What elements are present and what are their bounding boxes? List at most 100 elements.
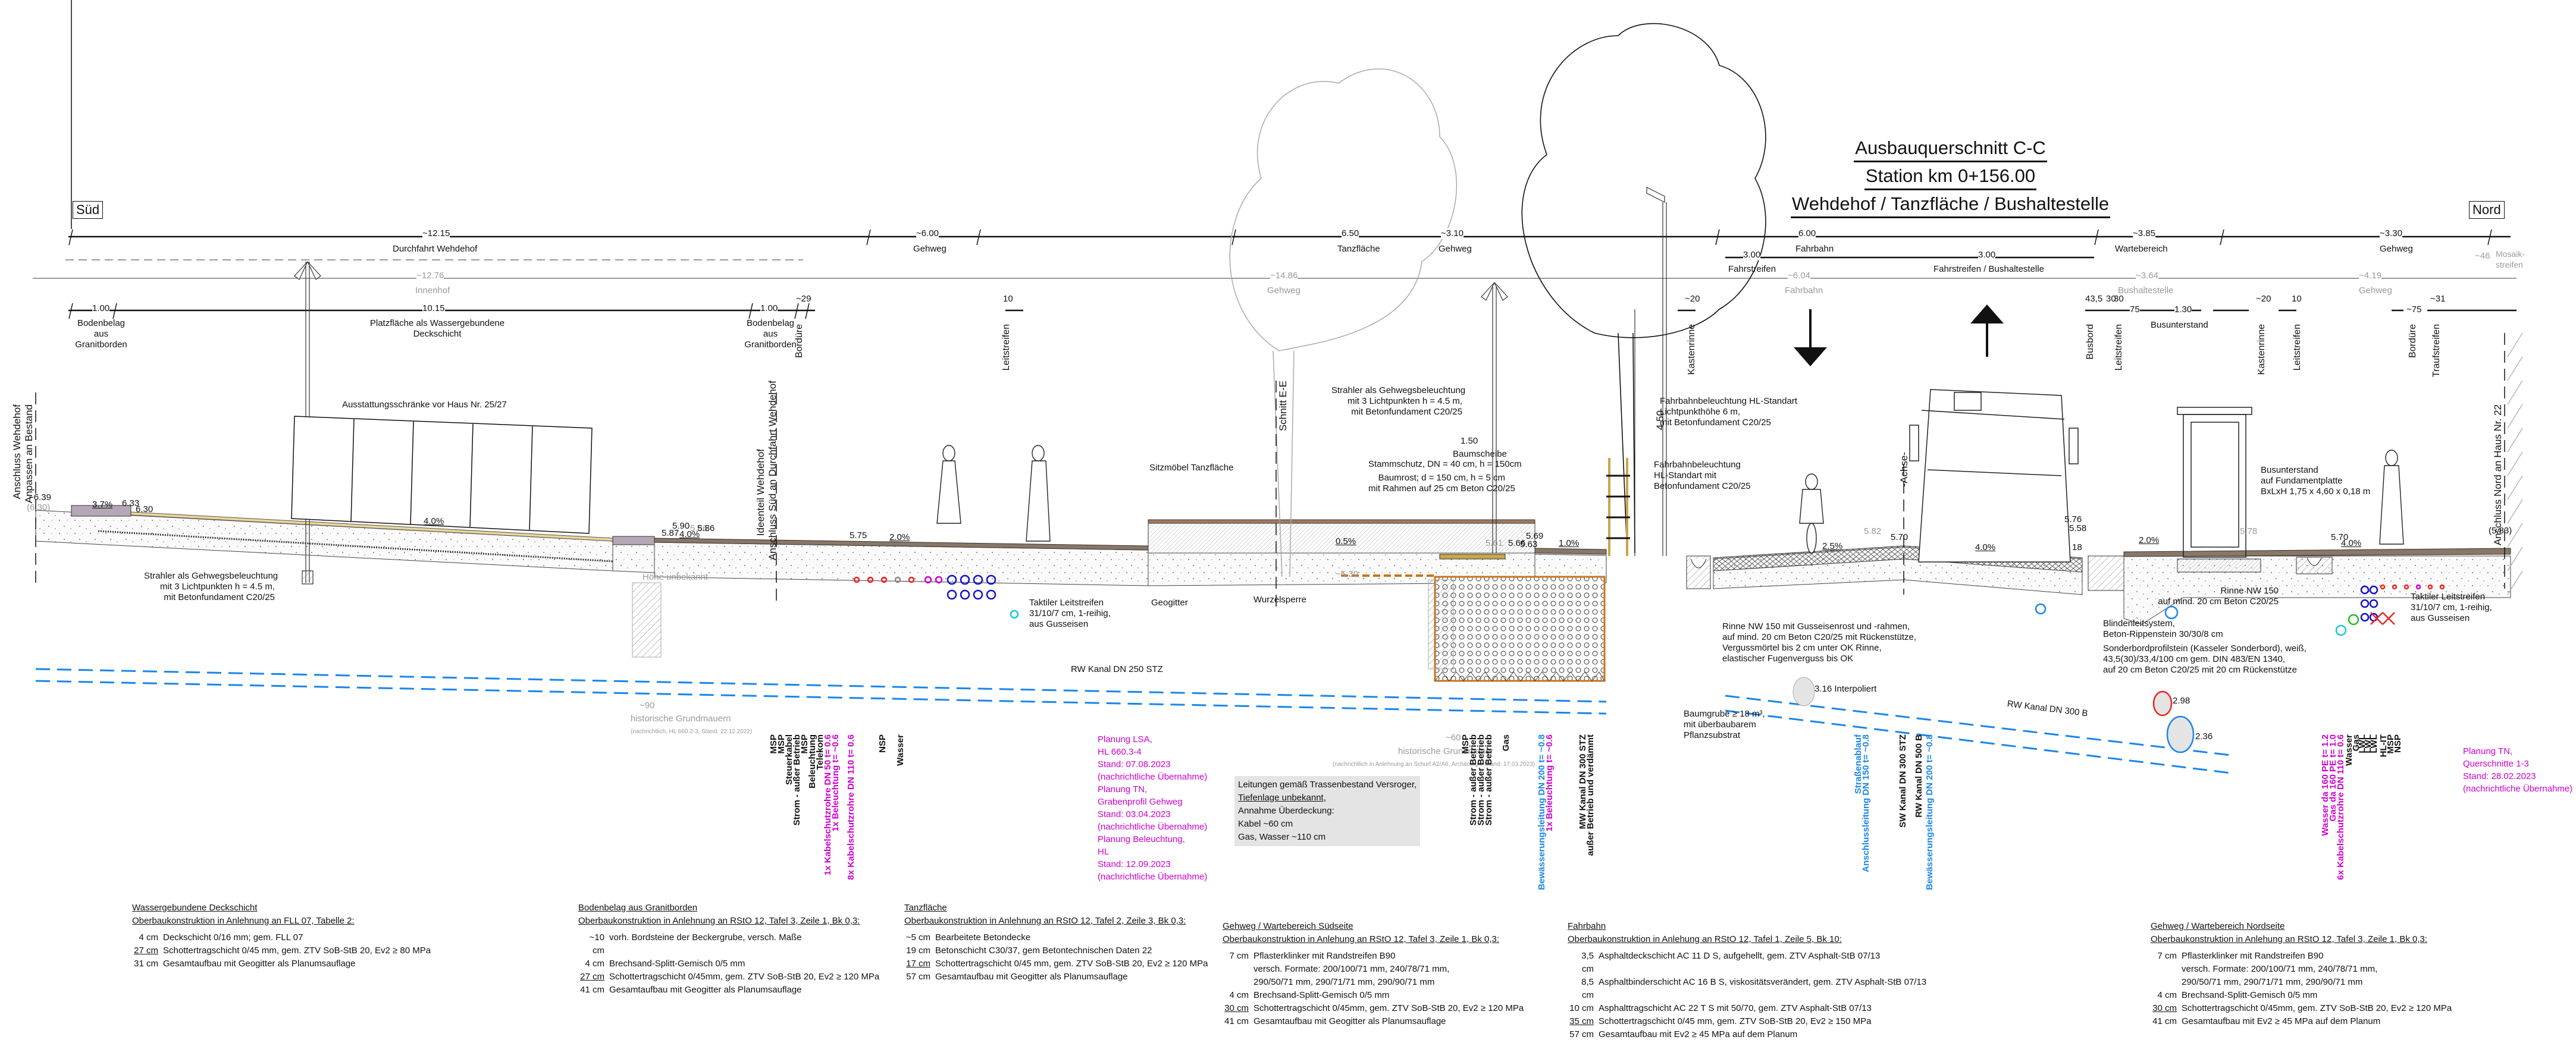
utility-label: 1x Beleuchtung t= ~0.6 [831, 734, 841, 832]
layer-description: Gesamtaufbau mit Geogitter als Planumsau… [1253, 1016, 1446, 1026]
layer-description: Brechsand-Splitt-Gemisch 0/5 mm [2182, 990, 2318, 1000]
layer-description: Gesamtaufbau mit Geogitter als Planumsau… [935, 972, 1128, 982]
label-geogitter: Geogitter [1151, 598, 1188, 608]
layer-description: versch. Formate: 200/100/71 mm, 240/78/7… [2182, 964, 2378, 974]
label-taktil-left: Taktiler Leitstreifen 31/10/7 cm, 1-reih… [1029, 598, 1111, 630]
layer-description: Brechsand-Splitt-Gemisch 0/5 mm [609, 959, 745, 969]
legend-subtitle: Oberbaukonstruktion in Anlehung an RStO … [2151, 934, 2428, 944]
line: 43,5(30)/33,4/100 cm gem. DIN 483/EN 134… [2103, 654, 2286, 664]
dim-value: ~3.10 [1441, 228, 1464, 239]
elevation: 6.33 [122, 498, 140, 508]
layer-gehweg-nord [2123, 555, 2511, 625]
dim-detail-value: ~31 [2430, 294, 2446, 304]
dim-label: Durchfahrt Wehdehof [393, 244, 478, 254]
layer-description: 290/50/71 mm, 290/71/71 mm, 290/90/71 mm [2182, 977, 2363, 987]
rw-kanal-lines [35, 668, 2232, 774]
layer-thickness: 41 cm [2152, 1016, 2177, 1026]
dim-detail-value: ~20 [1685, 294, 1700, 304]
layer-description: Schottertragschicht 0/45 mm, gem. ZTV So… [1599, 1016, 1872, 1026]
layer-thickness: 19 cm [906, 946, 930, 956]
dim-label: Wartebereich [2115, 244, 2168, 254]
utility-markers-left [853, 574, 1019, 619]
label-rinne-left: Rinne NW 150 mit Gusseisenrost und -rahm… [1722, 621, 1916, 664]
tree-guard [1606, 458, 1630, 556]
legend-subtitle: Oberbaukonstruktion in Anlehnung an RStO… [904, 916, 1186, 926]
cabinets [291, 416, 593, 534]
line: HL-Standart mit [1654, 470, 1717, 480]
dim-existing-value: ~3.64 [2136, 271, 2158, 281]
legend-row: versch. Formate: 200/100/71 mm, 240/78/7… [1223, 963, 1524, 976]
layer-thickness: 57 cm [1569, 1029, 1594, 1039]
dim-detail-value: ~75 [2406, 304, 2422, 315]
label-rw-250: RW Kanal DN 250 STZ [1071, 664, 1163, 674]
utility-label: außer Betrieb und verdämmt [1585, 734, 1596, 856]
label-baumgrube: Baumgrube ≥ 18 m³, mit überbaubarem Pfla… [1684, 709, 1765, 741]
layer-thickness: 4 cm [1229, 990, 1249, 1000]
legend-row: 290/50/71 mm, 290/71/71 mm, 290/90/71 mm [1223, 976, 1524, 989]
dim-detail-label: Busunterstand [2151, 320, 2208, 330]
dim-existing-label: Fahrbahn [1785, 285, 1823, 296]
layer-description: Betonschicht C30/37, gem Betontechnische… [935, 946, 1152, 956]
layer-description: Asphalttragschicht AC 22 T S mit 50/70, … [1599, 1003, 1872, 1013]
layer-thickness: 30 cm [2152, 1003, 2177, 1013]
line: mit 3 Lichtpunkten h = 4.5 m, [1347, 396, 1462, 406]
layer-description: 290/50/71 mm, 290/71/71 mm, 290/90/71 mm [1253, 977, 1435, 987]
layer-description: Asphaltbinderschicht AC 16 B S, viskosit… [1599, 977, 1927, 987]
layer-description: Asphaltdeckschicht AC 11 D S, aufgehellt… [1599, 951, 1881, 961]
line: Strahler als Gehwegsbeleuchtung [144, 571, 278, 581]
historic-left-label: historische Grundmauern [631, 714, 731, 724]
dim-existing-value: ~46 [2475, 251, 2490, 261]
slope: 1.0% [1559, 538, 1580, 548]
slope: 4.0% [424, 516, 444, 526]
dim-label: Gehweg [1439, 244, 1472, 254]
layer-thickness: 7 cm [1229, 951, 1249, 961]
elevation: ~6.39 [29, 492, 51, 502]
label-baumrost: Baumrost; d = 150 cm, h = 5 cm mit Rahme… [1368, 473, 1515, 494]
line: Strahler als Gehwegsbeleuchtung [1331, 385, 1466, 395]
line: Grabenprofil Gehweg [1098, 797, 1183, 807]
elevation: 5.70 [1891, 532, 1909, 542]
elevation: (6.30) [27, 502, 51, 513]
leitungen-note: Leitungen gemäß Trassenbestand Versroger… [1234, 776, 1421, 846]
label-strahler-mid: Strahler als Gehwegsbeleuchtung mit 3 Li… [1331, 385, 1466, 417]
layer-description: Schottertragschicht 0/45 mm, gem. ZTV So… [163, 946, 431, 956]
legend-title: Fahrbahn [1568, 921, 1606, 931]
historic-right-label: historische Grundmauer [1398, 746, 1494, 756]
dim-existing-value: ~14.86 [1270, 271, 1298, 281]
line: elastischer Fugenverguss bis OK [1722, 654, 1854, 664]
label-schnitt: Schnitt E-E [1277, 381, 1289, 432]
elevation: 5.70 [2331, 532, 2349, 542]
drawing-title: Ausbauquerschnitt C-C Station km 0+156.0… [1791, 136, 2111, 219]
dim-detail-value: 1.30 [2174, 304, 2192, 315]
layer-description: Gesamtaufbau mit Geogitter als Planumsau… [609, 985, 802, 995]
dim-detail-label: Leitstreifen [2114, 324, 2124, 371]
layer-description: Schottertragschicht 0/45 mm, gem. ZTV So… [935, 959, 1208, 969]
dim-existing-value: ~12.76 [416, 271, 444, 281]
label-fahrbahnbeleuchtung-1: Fahrbahnbeleuchtung HL-Standart Lichtpun… [1660, 396, 1797, 428]
label-busunterstand: Busunterstand auf Fundamentplatte BxLxH … [2261, 465, 2370, 497]
line: Leitungen gemäß Trassenbestand Versroger… [1238, 780, 1417, 790]
line: BxLxH 1,75 x 4,60 x 0,18 m [2261, 486, 2371, 497]
utility-label: Anschlussleitung DN 150 t= ~0.8 [1861, 734, 1871, 872]
label-hoehe-unbekannt: Höhe unbekannt [643, 572, 709, 582]
dim-detail-value: 10 [1003, 294, 1013, 304]
dim-detail-value: 30 [2114, 294, 2124, 304]
line: Stand: 28.02.2023 [2463, 771, 2536, 781]
label-blindenleit: Blindenleitsystem, Beton-Rippenstein 30/… [2103, 618, 2223, 640]
layer-thickness: 27 cm [580, 972, 604, 982]
dim-existing-value: ~6.04 [1788, 271, 1810, 281]
layer-thickness: 4 cm [585, 959, 604, 969]
